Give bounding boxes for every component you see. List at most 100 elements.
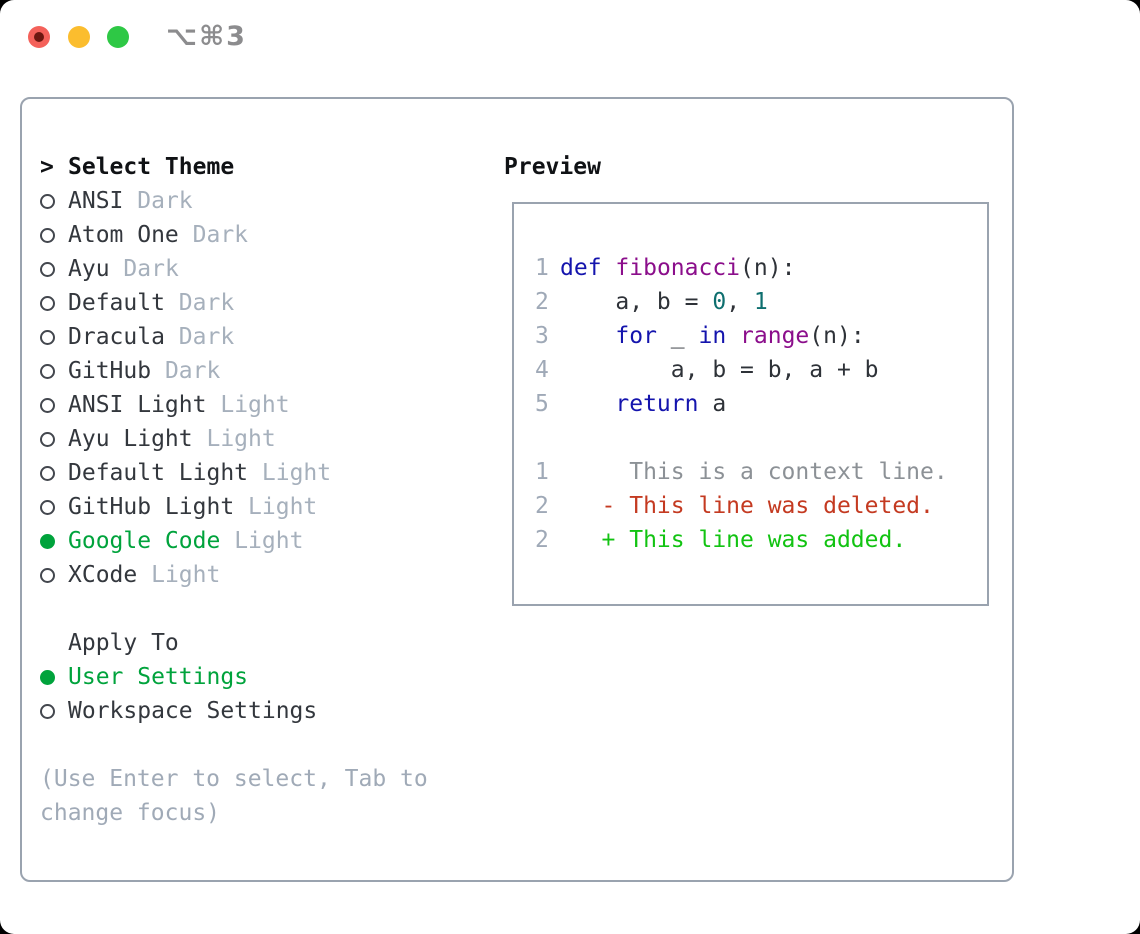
radio-icon — [40, 567, 68, 583]
apply-to-header: Apply To — [40, 626, 480, 660]
option-label: Workspace Settings — [68, 698, 318, 724]
apply-to-option[interactable]: Workspace Settings — [40, 694, 480, 728]
code-segment: _ — [656, 323, 699, 349]
zoom-button[interactable] — [107, 26, 129, 48]
code-segment: return — [615, 391, 699, 417]
radio-selected-icon — [40, 669, 68, 685]
preview-line: 3 for _ in range(n): — [535, 319, 987, 353]
option-label: Atom One Dark — [68, 222, 249, 248]
close-button[interactable] — [28, 26, 50, 48]
preview-line: 1 This is a context line. — [535, 455, 987, 489]
theme-option[interactable]: Google Code Light — [40, 524, 480, 558]
code-segment: - This line was deleted. — [560, 493, 934, 519]
line-number: 1 — [535, 255, 549, 281]
radio-icon — [40, 703, 68, 719]
code-segment: 1 — [753, 289, 768, 315]
preview-line: 2 + This line was added. — [535, 523, 987, 557]
code-segment — [560, 323, 615, 349]
option-label: Ayu Dark — [68, 256, 179, 282]
radio-icon — [40, 227, 68, 243]
radio-selected-icon — [40, 533, 68, 549]
line-number: 2 — [535, 289, 549, 315]
code-segment: range — [740, 323, 810, 349]
code-segment: def — [560, 255, 602, 281]
option-label: Dracula Dark — [68, 324, 235, 350]
option-label: ANSI Dark — [68, 188, 193, 214]
option-label: GitHub Light Light — [68, 494, 318, 520]
window-title: ⌥⌘3 — [166, 21, 247, 52]
theme-option[interactable]: GitHub Dark — [40, 354, 480, 388]
theme-option[interactable]: ANSI Dark — [40, 184, 480, 218]
code-segment — [560, 391, 615, 417]
apply-to-title: Apply To — [68, 630, 179, 656]
code-segment: (n): — [809, 323, 865, 349]
radio-icon — [40, 193, 68, 209]
radio-icon — [40, 295, 68, 311]
select-theme-header: > Select Theme — [40, 150, 480, 184]
theme-option[interactable]: Dracula Dark — [40, 320, 480, 354]
code-segment: fibonacci — [615, 255, 741, 281]
preview-title: Preview — [504, 154, 601, 180]
radio-icon — [40, 431, 68, 447]
option-label: ANSI Light Light — [68, 392, 290, 418]
code-segment: 0 — [712, 289, 727, 315]
line-number: 4 — [535, 357, 549, 383]
preview-line: 5 return a — [535, 387, 987, 421]
preview-line — [535, 421, 987, 455]
line-number: 1 — [535, 459, 549, 485]
radio-icon — [40, 499, 68, 515]
code-segment: for — [615, 323, 657, 349]
close-focus-dot — [34, 32, 44, 42]
code-segment: in — [698, 323, 727, 349]
radio-icon — [40, 261, 68, 277]
code-segment — [602, 255, 616, 281]
selection-prompt-icon: > — [40, 154, 54, 180]
code-segment: a, b = — [560, 289, 713, 315]
option-label: GitHub Dark — [68, 358, 221, 384]
theme-option[interactable]: Atom One Dark — [40, 218, 480, 252]
option-label: Default Light Light — [68, 460, 332, 486]
radio-icon — [40, 397, 68, 413]
code-segment: , — [726, 289, 754, 315]
option-label: Google Code Light — [68, 528, 304, 554]
option-label: Ayu Light Light — [68, 426, 276, 452]
theme-option[interactable]: XCode Light — [40, 558, 480, 592]
code-segment: + This line was added. — [560, 527, 907, 553]
option-label: Default Dark — [68, 290, 235, 316]
code-segment — [726, 323, 740, 349]
line-number: 2 — [535, 493, 549, 519]
keyboard-hint: (Use Enter to select, Tab to change focu… — [40, 766, 428, 826]
option-label: User Settings — [68, 664, 249, 690]
code-segment: a, b = b, a + b — [560, 357, 879, 383]
preview-line: 2 - This line was deleted. — [535, 489, 987, 523]
theme-option[interactable]: Ayu Light Light — [40, 422, 480, 456]
theme-option[interactable]: Default Dark — [40, 286, 480, 320]
spacer — [40, 728, 480, 762]
code-segment: a — [698, 391, 727, 417]
apply-to-option[interactable]: User Settings — [40, 660, 480, 694]
theme-option[interactable]: GitHub Light Light — [40, 490, 480, 524]
theme-option[interactable]: Default Light Light — [40, 456, 480, 490]
radio-icon — [40, 363, 68, 379]
spacer — [40, 592, 480, 626]
radio-icon — [40, 329, 68, 345]
line-number: 2 — [535, 527, 549, 553]
theme-option[interactable]: ANSI Light Light — [40, 388, 480, 422]
preview-line: 4 a, b = b, a + b — [535, 353, 987, 387]
minimize-button[interactable] — [68, 26, 90, 48]
theme-option[interactable]: Ayu Dark — [40, 252, 480, 286]
code-segment: This is a context line. — [560, 459, 948, 485]
code-segment: (n): — [740, 255, 796, 281]
option-label: XCode Light — [68, 562, 221, 588]
line-number: 3 — [535, 323, 549, 349]
preview-line: 1 def fibonacci(n): — [535, 251, 987, 285]
radio-icon — [40, 465, 68, 481]
select-theme-title: Select Theme — [68, 154, 235, 180]
line-number: 5 — [535, 391, 549, 417]
